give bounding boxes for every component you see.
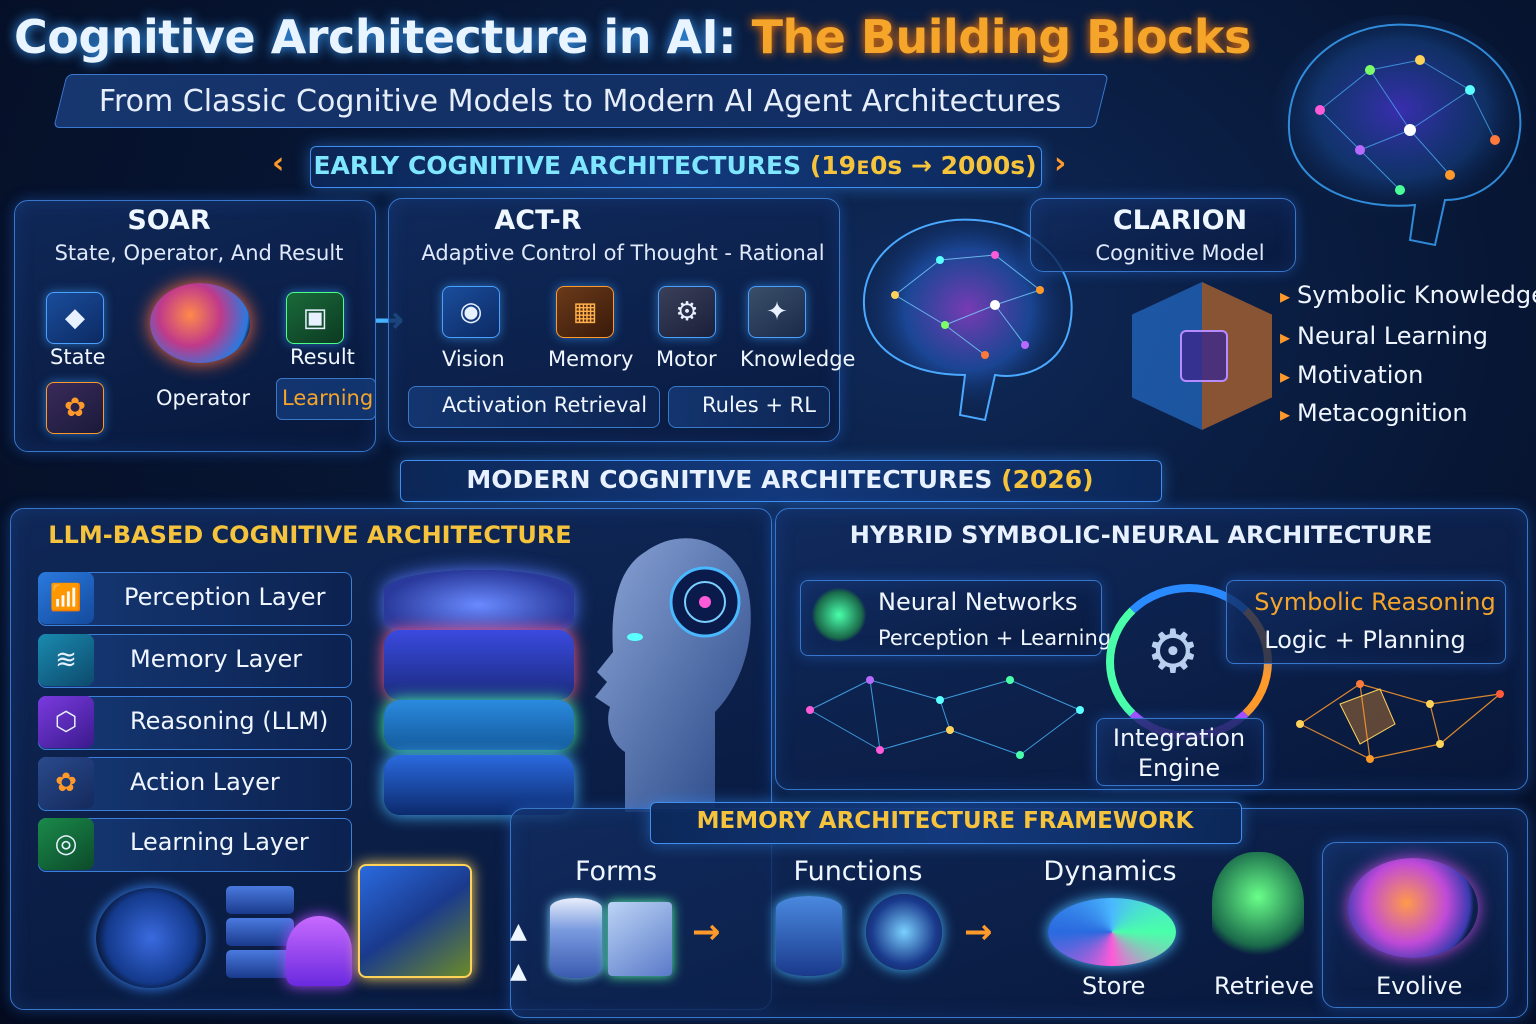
memory-chip-icon: ▦	[556, 286, 614, 338]
soar-result-label: Result	[290, 345, 355, 369]
soar-title: SOAR	[127, 205, 211, 236]
rules-rl-pill	[668, 386, 830, 428]
soar-operator-label: Operator	[156, 386, 250, 410]
clarion-item-symbolic: ▸ Symbolic Knowledge	[1280, 281, 1536, 309]
modern-section-heading: MODERN COGNITIVE ARCHITECTURES (2026)	[466, 465, 1094, 494]
integration-engine-line2: Engine	[1137, 754, 1221, 782]
banner-arrow-left-icon: ‹	[272, 146, 285, 181]
early-section-banner	[310, 146, 1042, 188]
soar-learning-pill	[276, 378, 376, 420]
state-icon: ◆	[46, 292, 104, 344]
functions-to-dynamics-arrow-icon: →	[964, 912, 993, 952]
clarion-title: CLARION	[1112, 205, 1248, 236]
soar-state-label: State	[50, 345, 106, 369]
actr-title: ACT-R	[494, 205, 582, 236]
memory-wave-icon: ≋	[38, 634, 94, 686]
actr-module-knowledge: Knowledge	[740, 347, 856, 371]
reasoning-cube-icon: ⬡	[38, 696, 94, 748]
vision-eye-icon: ◉	[442, 286, 500, 338]
title-highlight: The Building Blocks	[751, 10, 1252, 64]
symbolic-reasoning-sub: Logic + Planning	[1264, 626, 1466, 654]
network-globe-icon	[96, 888, 206, 988]
retrieve-head-icon	[1212, 852, 1304, 964]
early-section-heading: EARLY COGNITIVE ARCHITECTURES (19ᴇ0s → 2…	[313, 151, 1037, 180]
title-main: Cognitive Architecture in AI:	[14, 10, 737, 64]
evolve-brain-icon	[1348, 858, 1478, 958]
clarion-item-metacognition: ▸ Metacognition	[1280, 399, 1468, 427]
brain-network-illustration	[1270, 15, 1530, 247]
clarion-panel	[1030, 198, 1296, 272]
forms-database-icon	[550, 898, 602, 978]
neural-mesh-illustration	[806, 676, 1084, 759]
action-layer-label: Action Layer	[130, 768, 280, 796]
learning-target-icon: ◎	[38, 818, 94, 870]
wifi-icon: 📶	[38, 572, 94, 624]
store-hexagon-icon	[1048, 898, 1176, 966]
actr-module-vision: Vision	[442, 347, 505, 371]
soar-subtitle: State, Operator, And Result	[54, 241, 344, 265]
soar-learning-label: Learning	[282, 386, 374, 410]
result-icon: ▣	[286, 292, 344, 344]
integration-engine-line1: Integration	[1112, 724, 1246, 752]
actr-subtitle: Adaptive Control of Thought - Rational	[421, 241, 825, 265]
rules-rl-label: Rules + RL	[702, 393, 816, 417]
clarion-item-motivation: ▸ Motivation	[1280, 361, 1424, 389]
modern-section-banner	[400, 460, 1162, 502]
actr-module-motor: Motor	[656, 347, 717, 371]
neural-networks-sub: Perception + Learning	[878, 626, 1112, 650]
hybrid-architecture-title: HYBRID SYMBOLIC-NEURAL ARCHITECTURE	[849, 521, 1433, 549]
dynamics-label: Dynamics	[1043, 856, 1177, 887]
memory-layer-label: Memory Layer	[130, 645, 303, 673]
clarion-item-neural: ▸ Neural Learning	[1280, 322, 1489, 350]
gear-icon: ⚙	[1146, 617, 1200, 687]
retrieve-label: Retrieve	[1214, 972, 1315, 1000]
llm-architecture-title: LLM-BASED COGNITIVE ARCHITECTURE	[48, 521, 572, 549]
symbolic-reasoning-box	[1226, 580, 1506, 664]
clarion-core-icon	[1180, 330, 1228, 382]
clarion-subtitle: Cognitive Model	[1095, 241, 1265, 265]
symbolic-mesh-illustration	[1296, 680, 1504, 763]
memory-framework-banner	[650, 802, 1242, 844]
store-label: Store	[1082, 972, 1146, 1000]
center-brain-illustration	[862, 218, 1073, 422]
soar-core-brain-icon	[150, 283, 250, 363]
purple-dome-icon	[286, 916, 352, 986]
integration-engine-box	[1096, 718, 1264, 786]
evolve-label: Evolive	[1376, 972, 1463, 1000]
functions-label: Functions	[793, 856, 923, 887]
forms-to-functions-arrow-icon: →	[692, 912, 721, 952]
action-flower-icon: ✿	[38, 757, 94, 809]
neural-networks-title: Neural Networks	[878, 588, 1078, 616]
knowledge-icon: ✦	[748, 286, 806, 338]
data-cube-icon	[358, 864, 472, 978]
perception-layer-label: Perception Layer	[124, 583, 326, 611]
neural-node-icon	[812, 588, 866, 642]
memory-framework-title: MEMORY ARCHITECTURE FRAMEWORK	[696, 808, 1194, 834]
forms-document-stack-icon	[608, 902, 672, 976]
forms-triangle-icon: ▲▲	[510, 919, 527, 984]
learning-layer-label: Learning Layer	[130, 828, 309, 856]
activation-retrieval-pill	[408, 386, 660, 428]
page-title: Cognitive Architecture in AI: The Buildi…	[14, 10, 1251, 64]
reasoning-layer-label: Reasoning (LLM)	[130, 707, 329, 735]
activation-retrieval-label: Activation Retrieval	[442, 393, 648, 417]
robot-head-illustration	[595, 538, 751, 812]
motor-arm-icon: ⚙	[658, 286, 716, 338]
actr-module-memory: Memory	[548, 347, 634, 371]
page-subtitle: From Classic Cognitive Models to Modern …	[98, 84, 1062, 119]
layer-stack-illustration	[384, 570, 574, 820]
forms-label: Forms	[574, 856, 658, 887]
functions-orb-icon	[866, 894, 942, 970]
banner-arrow-right-icon: ›	[1054, 146, 1067, 181]
server-stack-icon	[226, 886, 294, 986]
operator-gear-icon: ✿	[46, 382, 104, 434]
functions-database-icon	[776, 896, 842, 976]
symbolic-reasoning-title: Symbolic Reasoning	[1254, 588, 1496, 616]
